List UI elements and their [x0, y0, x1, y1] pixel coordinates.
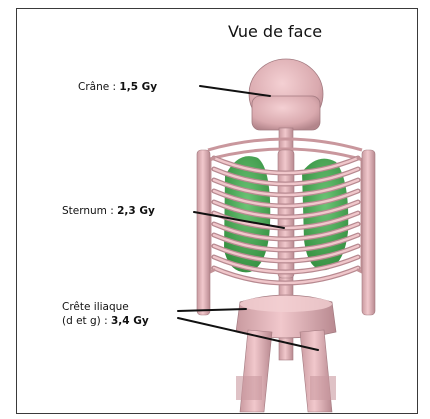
crest-label-line2-wrap: (d et g) : 3,4 Gy: [62, 314, 149, 328]
crest-label-line2: (d et g) :: [62, 315, 111, 327]
sternum-dose-value: 2,3 Gy: [117, 205, 155, 217]
skull-dose-value: 1,5 Gy: [119, 81, 157, 93]
figure-title: Vue de face: [228, 22, 322, 41]
sternum-dose-label: Sternum : 2,3 Gy: [62, 204, 155, 218]
skull-label-text: Crâne :: [78, 81, 119, 93]
crest-dose-label: Crête iliaque (d et g) : 3,4 Gy: [62, 300, 149, 328]
crest-dose-value: 3,4 Gy: [111, 315, 149, 327]
skull-dose-label: Crâne : 1,5 Gy: [78, 80, 157, 94]
sternum-label-text: Sternum :: [62, 205, 117, 217]
crest-leader-line-upper: [178, 309, 246, 311]
crest-label-line1: Crête iliaque: [62, 300, 149, 314]
